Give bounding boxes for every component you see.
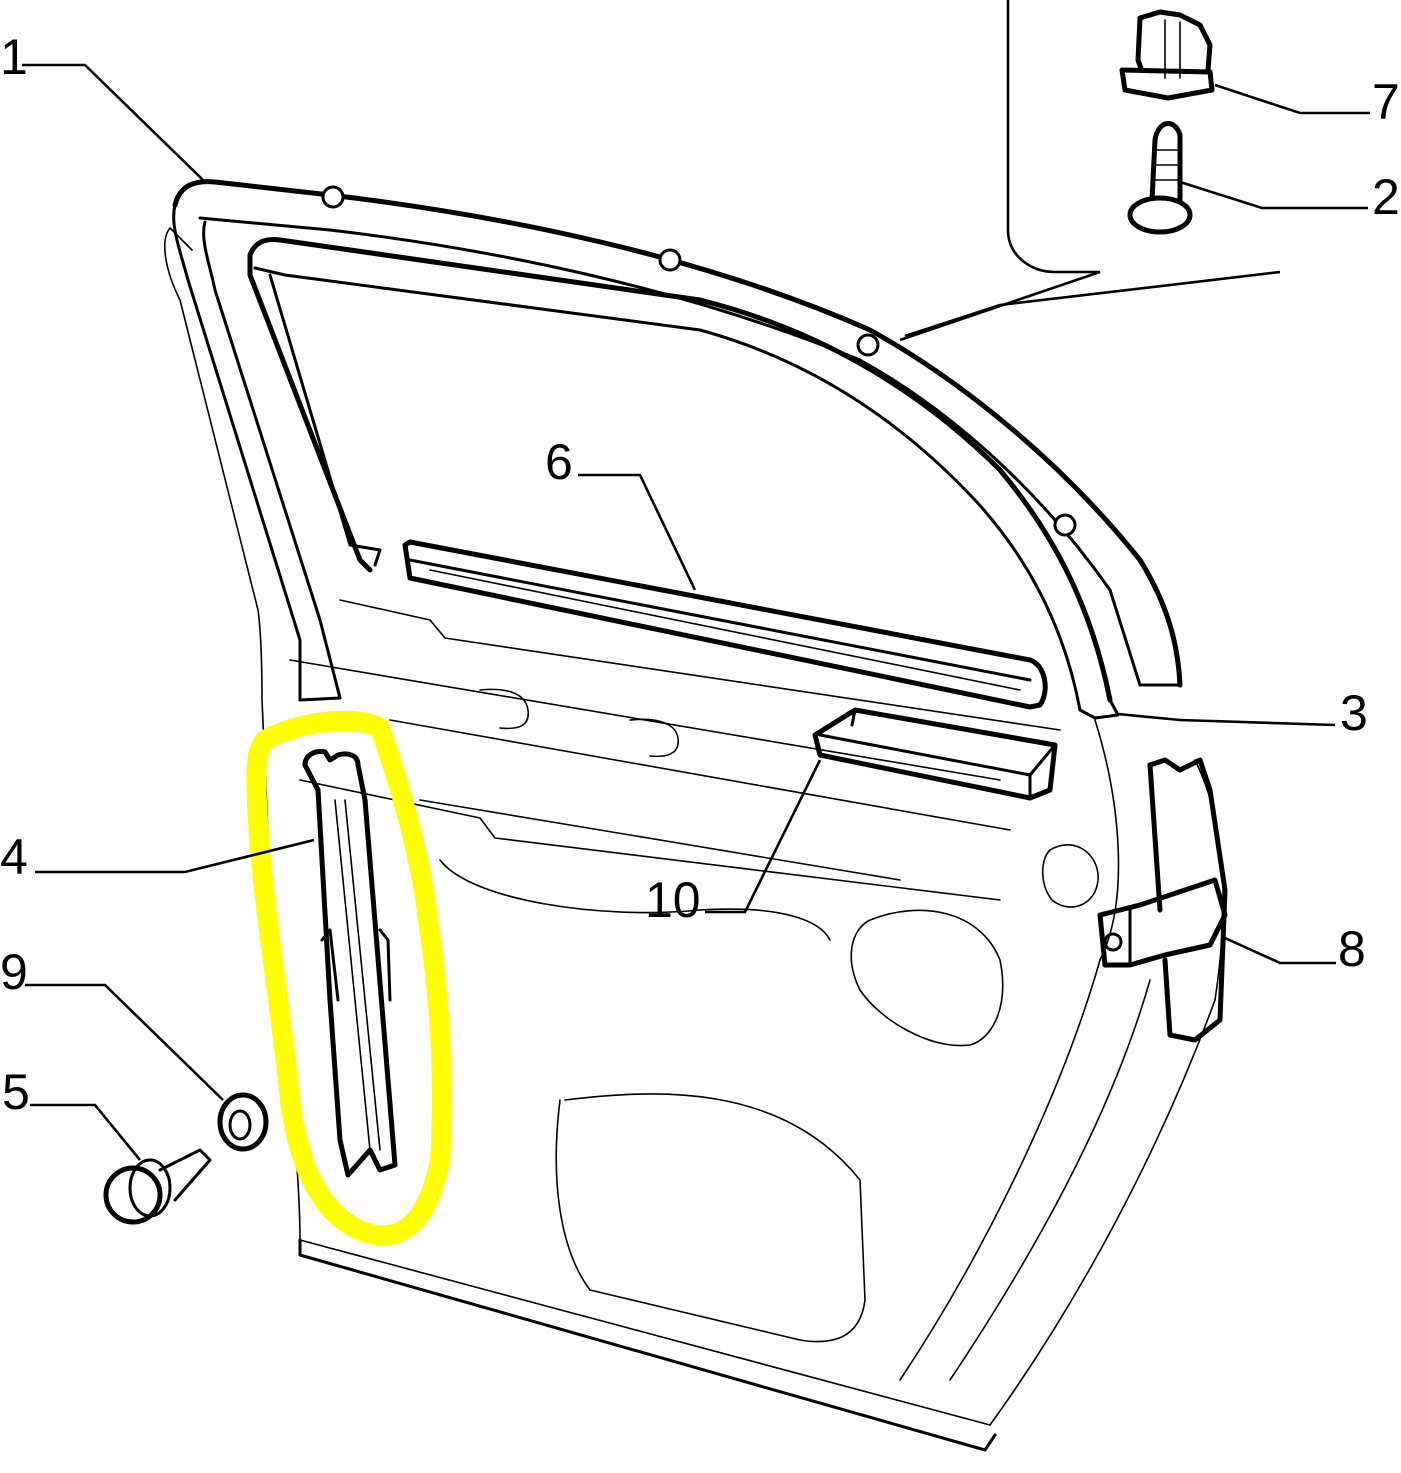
leader-8 <box>1224 936 1336 965</box>
callout-7: 7 <box>1372 74 1400 130</box>
part-2-screw <box>1127 121 1193 235</box>
part-3-inner-seal <box>247 237 1120 720</box>
callout-8: 8 <box>1338 921 1366 977</box>
leader-3 <box>1117 712 1336 727</box>
detail-bracket <box>899 0 1281 342</box>
part-7-clip-nut <box>1119 9 1215 101</box>
part-5-screw <box>103 1148 212 1225</box>
leader-9 <box>25 983 224 1101</box>
part-8-rear-channel <box>1097 757 1228 1043</box>
door-shell <box>164 227 1224 1452</box>
callout-3: 3 <box>1340 685 1368 741</box>
callout-6: 6 <box>545 434 573 490</box>
leader-2 <box>1179 180 1368 210</box>
leader-5 <box>30 1103 142 1161</box>
leader-10 <box>705 759 822 914</box>
callout-9: 9 <box>0 944 28 1000</box>
callout-1: 1 <box>0 29 28 85</box>
leader-6 <box>578 473 697 591</box>
part-1-outer-seal <box>172 179 1183 702</box>
leader-7 <box>1214 83 1370 115</box>
highlight-outline-part-4 <box>246 710 452 1246</box>
leader-lines <box>22 63 1370 1161</box>
leader-4 <box>35 838 315 874</box>
callout-4: 4 <box>0 829 28 885</box>
part-6-sill-strip <box>402 539 1048 710</box>
callout-2: 2 <box>1372 169 1400 225</box>
part-4-front-channel <box>302 749 398 1178</box>
callout-10: 10 <box>645 872 701 928</box>
part-10-spacer <box>812 707 1058 801</box>
leader-1 <box>22 63 204 181</box>
callout-5: 5 <box>2 1064 30 1120</box>
part-9-washer <box>217 1092 269 1152</box>
